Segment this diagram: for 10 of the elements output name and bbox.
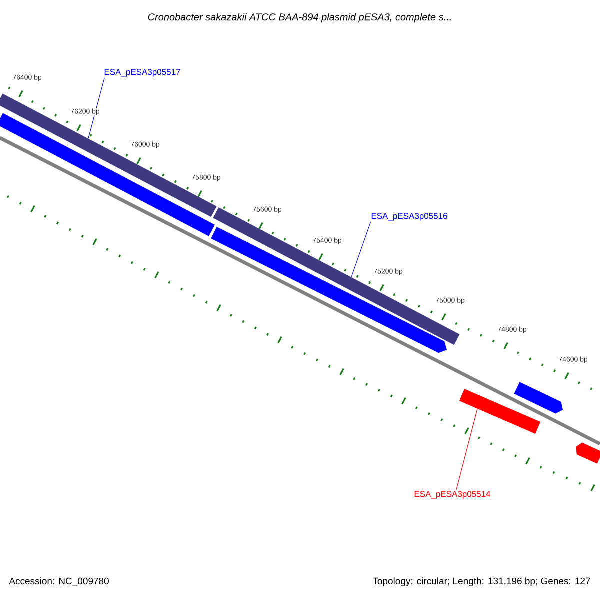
gene-label: ESA_pESA3p05514	[414, 491, 491, 499]
title: Cronobacter sakazakii ATCC BAA-894 plasmid pESA3, complete s...	[148, 13, 451, 23]
leader-line	[456, 408, 478, 490]
gene-label: ESA_pESA3p05516	[372, 213, 448, 221]
accession-text: Accession: NC_009780	[9, 578, 109, 586]
leader-line	[351, 222, 372, 278]
gene-bar	[459, 389, 541, 434]
leader-line	[88, 78, 105, 139]
gene-label: ESA_pESA3p05517	[104, 69, 180, 77]
summary-text: Topology: circular; Length: 131,196 bp; Genes: 127	[372, 578, 590, 586]
